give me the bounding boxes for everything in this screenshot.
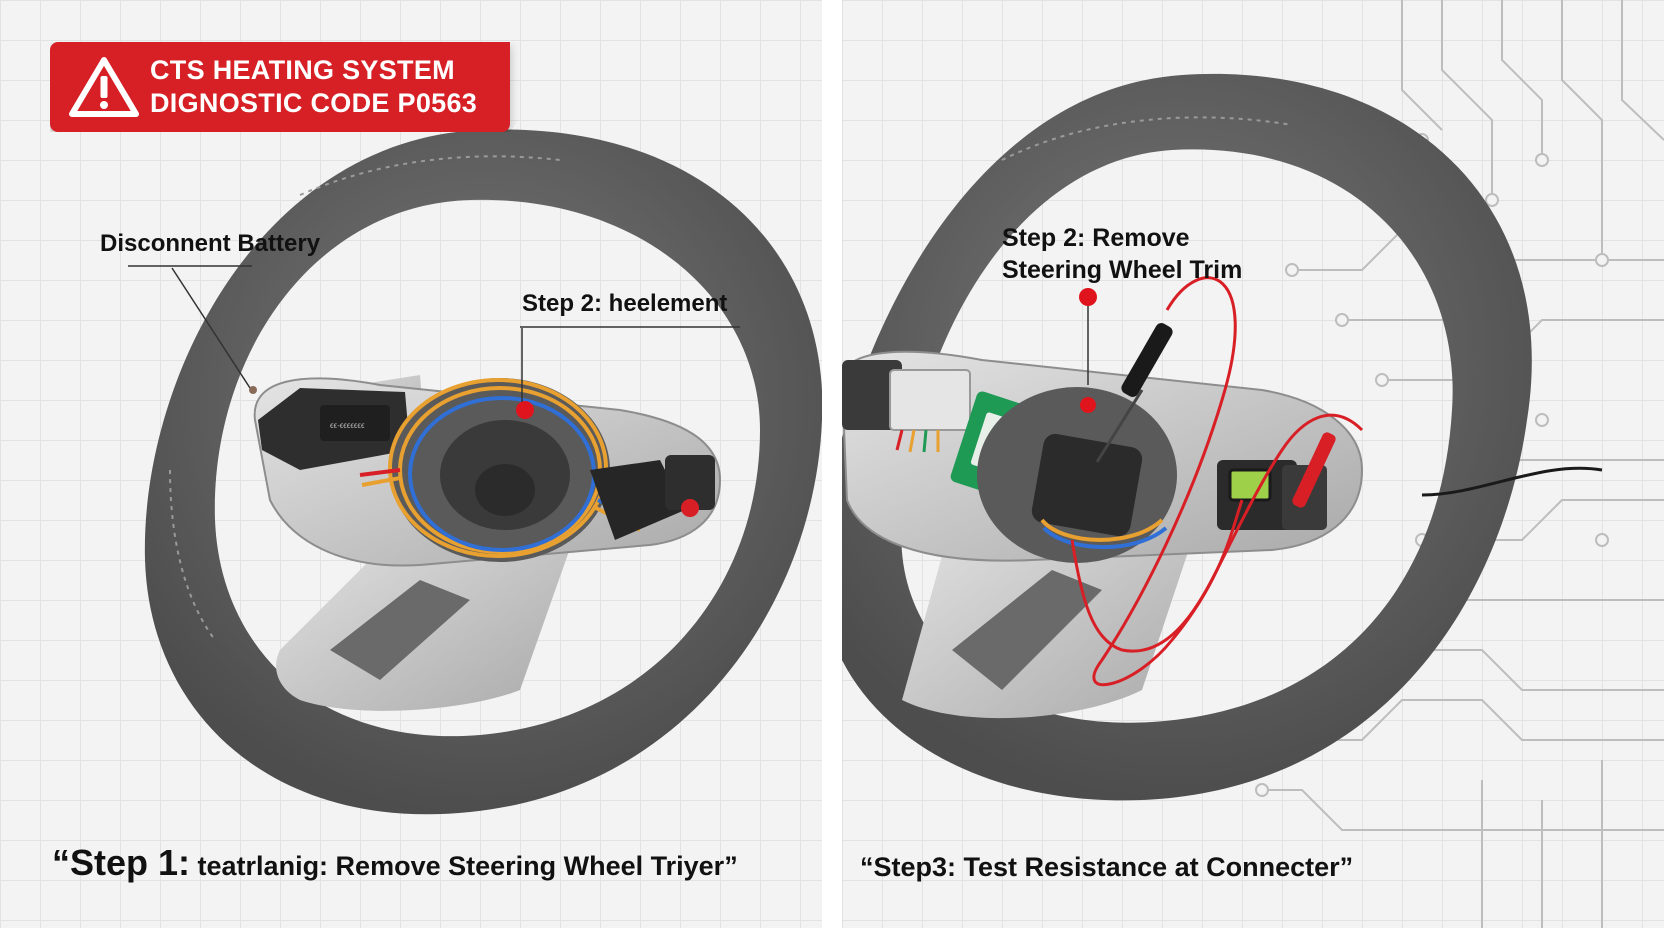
module-face [320,405,390,441]
right-connector [590,460,685,540]
wheel-rim [842,73,1532,801]
banner-title-line1: CTS HEATING SYSTEM [150,55,455,85]
wire-harness [1040,518,1168,550]
left-switch-block [842,360,902,430]
spoke-cutout [330,580,470,680]
banner-title-line2: DIGNOSTIC CODE P0563 [150,88,478,118]
white-connector [889,369,971,431]
central-connector [1031,433,1143,537]
banner-title: CTS HEATING SYSTEM DIGNOSTIC CODE P0563 [150,54,477,120]
right-panel: Step 2: Remove Steering Wheel Trim “Step… [842,0,1664,928]
warning-triangle-icon [69,57,139,117]
right-steering-wheel-illustration [842,0,1664,928]
step2-target-dot [1080,397,1096,413]
red-probe-lead-2 [1070,413,1364,653]
caption-step1: “Step 1: teatrlanig: Remove Steering Whe… [52,842,738,884]
callout-step2-line2: Steering Wheel Trim [1002,256,1243,284]
connector-pins [895,429,940,453]
red-button [681,499,699,517]
callout-step2-line1: Step 2: Remove [1002,224,1190,252]
battery-leader-dot [249,386,257,394]
spoke-cutout [952,570,1102,690]
caption-step1-rest: teatrlanig: Remove Steering Wheel Triyer… [190,851,738,881]
panel-divider [822,0,842,928]
multimeter-display [1228,468,1272,502]
right-button-module [665,455,715,510]
test-probe-red [1292,432,1336,508]
warning-banner: CTS HEATING SYSTEM DIGNOSTIC CODE P0563 [50,42,510,132]
caption-step1-prefix: “Step 1: [52,842,191,883]
battery-leader-line [171,267,251,389]
test-probe-black [1095,323,1173,463]
callout-step2-heelement: Step 2: heelement [522,290,728,317]
rim-stitching [1001,116,1293,161]
module-label: ϵϵ-ϵϵϵϵϵϵϵ [330,421,365,430]
external-cable [1421,466,1603,497]
callout-step2-remove-trim: Step 2: Remove Steering Wheel Trim [1002,222,1242,286]
left-panel: ϵϵ-ϵϵϵϵϵϵϵ [0,0,822,928]
step2-marker-dot [1079,288,1097,306]
callout-disconnect-battery: Disconnent Battery [100,230,321,257]
step2-marker-dot [516,401,534,419]
caption-step3: “Step3: Test Resistance at Connecter” [860,852,1354,882]
left-steering-wheel-illustration: ϵϵ-ϵϵϵϵϵϵϵ [128,129,822,815]
center-boss [475,464,535,516]
